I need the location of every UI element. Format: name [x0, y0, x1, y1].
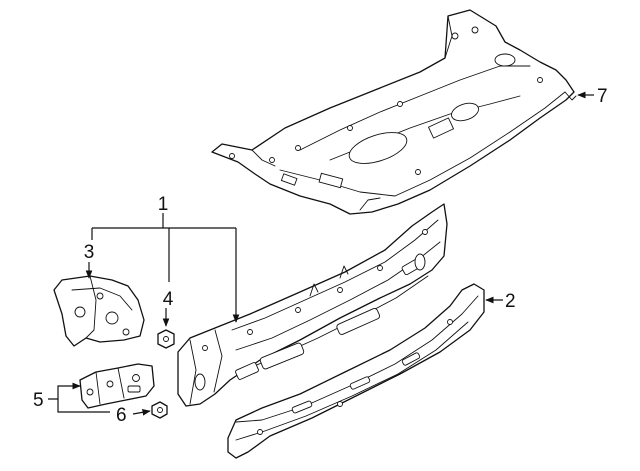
callout-3: 3: [84, 242, 95, 263]
leader-6: [132, 409, 151, 416]
nut-part-4: [157, 329, 175, 349]
bumper-reinforcement: [227, 283, 485, 459]
leader-lines: [48, 91, 594, 416]
callout-2: 2: [505, 291, 516, 312]
callout-1: 1: [158, 194, 169, 215]
rear-body-panel: [177, 203, 448, 407]
side-extension-bracket: [53, 275, 145, 347]
leader-5-upper: [48, 382, 81, 400]
package-tray-panel: [211, 9, 577, 215]
callout-4: 4: [163, 289, 174, 310]
lower-bracket: [79, 363, 155, 409]
callout-6: 6: [116, 405, 127, 426]
callout-5: 5: [33, 390, 44, 411]
callout-labels: 1 2 3 4 5 6 7: [33, 86, 608, 426]
nut-part-6: [151, 401, 168, 419]
callout-7: 7: [597, 86, 608, 107]
leader-5-lower: [57, 399, 110, 413]
